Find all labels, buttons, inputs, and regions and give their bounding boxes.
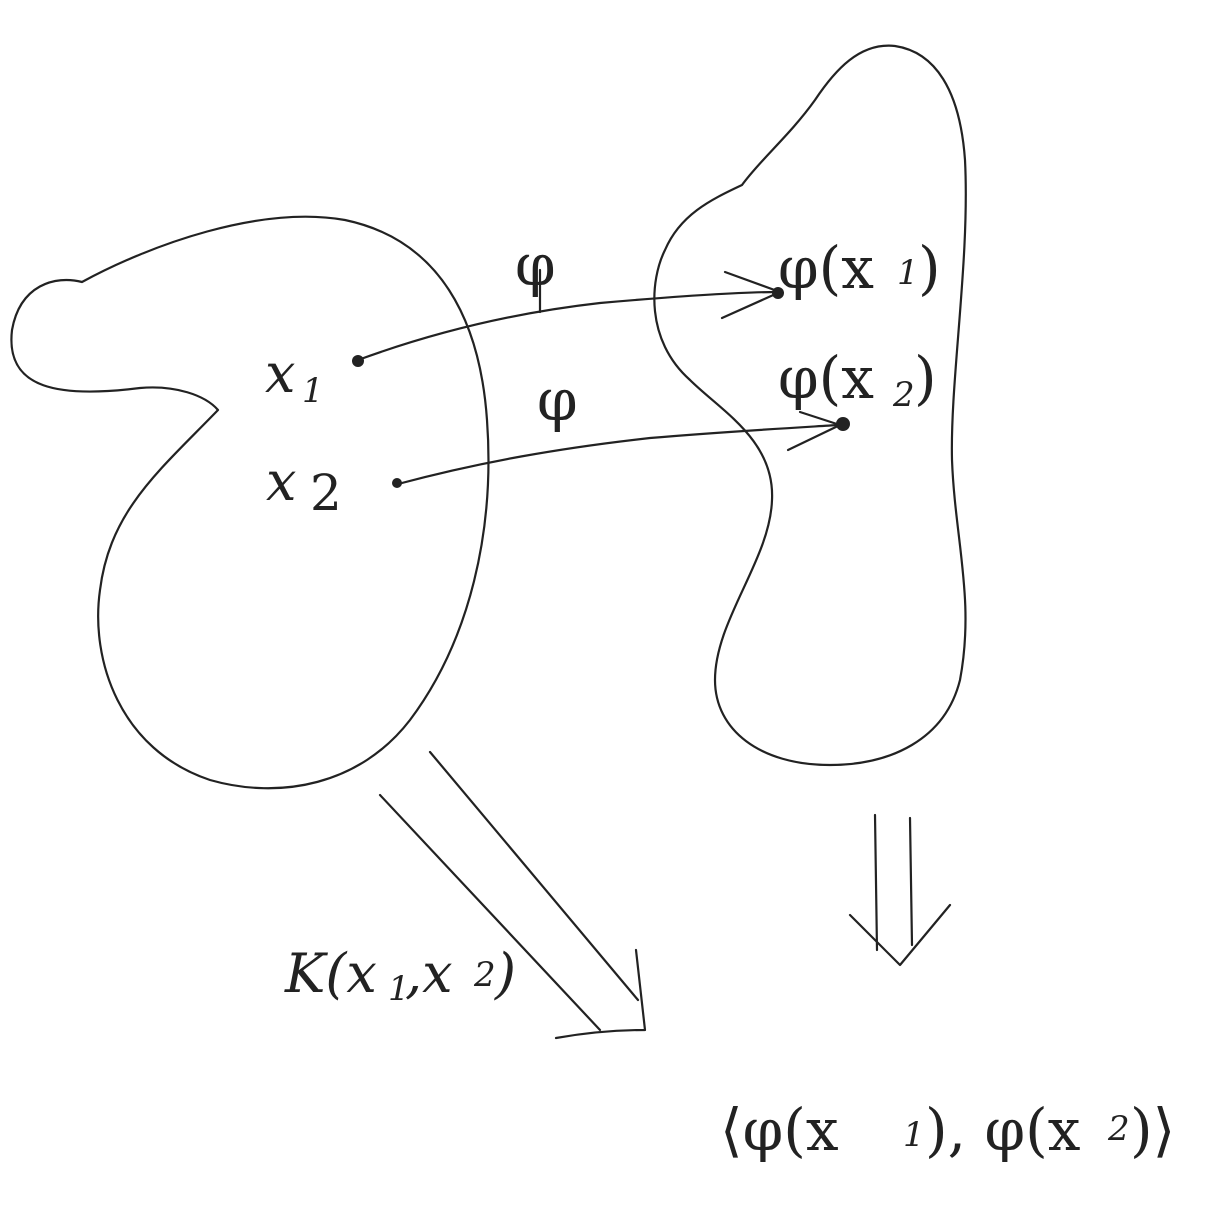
mapping-arrow-1-head xyxy=(720,270,782,320)
label-phi-x2: φ(x xyxy=(778,344,874,412)
point-phi-x2-dot xyxy=(836,417,850,431)
label-phi-x2-close: ) xyxy=(914,344,937,412)
point-x2-dot xyxy=(392,478,402,488)
input-space-blob xyxy=(10,215,490,790)
inner-product-implication-head xyxy=(848,903,952,967)
kernel-implication-line-inner xyxy=(428,750,640,1002)
mapping-arrow-2 xyxy=(396,423,840,486)
label-phi-arrow-1: φ xyxy=(515,231,556,299)
label-inner-product-close: )⟩ xyxy=(1130,1096,1175,1164)
label-x1-subscript: 1 xyxy=(302,371,324,411)
point-x1-dot xyxy=(352,355,364,367)
inner-product-implication-line-left xyxy=(873,813,879,952)
label-x1: x xyxy=(265,342,295,405)
point-phi-x1-dot xyxy=(772,287,784,299)
label-phi-x1: φ(x xyxy=(778,234,874,302)
label-kernel-subscript-1: 1 xyxy=(388,969,410,1009)
label-x2-subscript: 2 xyxy=(310,464,342,522)
label-phi-x1-subscript: 1 xyxy=(897,253,919,293)
label-phi-x1-close: ) xyxy=(918,234,941,302)
feature-space-blob xyxy=(653,44,967,767)
label-kernel-comma-x: ,x xyxy=(405,942,453,1005)
label-inner-product: ⟨φ(x xyxy=(720,1096,839,1164)
label-phi-x2-subscript: 2 xyxy=(892,375,915,415)
label-inner-product-middle: ), φ(x xyxy=(925,1096,1080,1164)
mapping-arrow-1 xyxy=(356,290,780,362)
label-inner-product-subscript-1: 1 xyxy=(903,1115,925,1155)
inner-product-implication-line-right xyxy=(908,816,914,947)
label-kernel-close: ) xyxy=(494,942,516,1005)
label-inner-product-subscript-2: 2 xyxy=(1107,1109,1130,1149)
label-kernel-subscript-2: 2 xyxy=(473,955,496,995)
label-phi-arrow-2: φ xyxy=(537,366,578,434)
mapping-arrow-2-head xyxy=(786,410,842,452)
label-x2: x xyxy=(266,450,296,513)
kernel-implication-head xyxy=(554,948,647,1040)
label-kernel: K(x xyxy=(284,942,377,1005)
kernel-implication-line-outer xyxy=(378,793,602,1032)
